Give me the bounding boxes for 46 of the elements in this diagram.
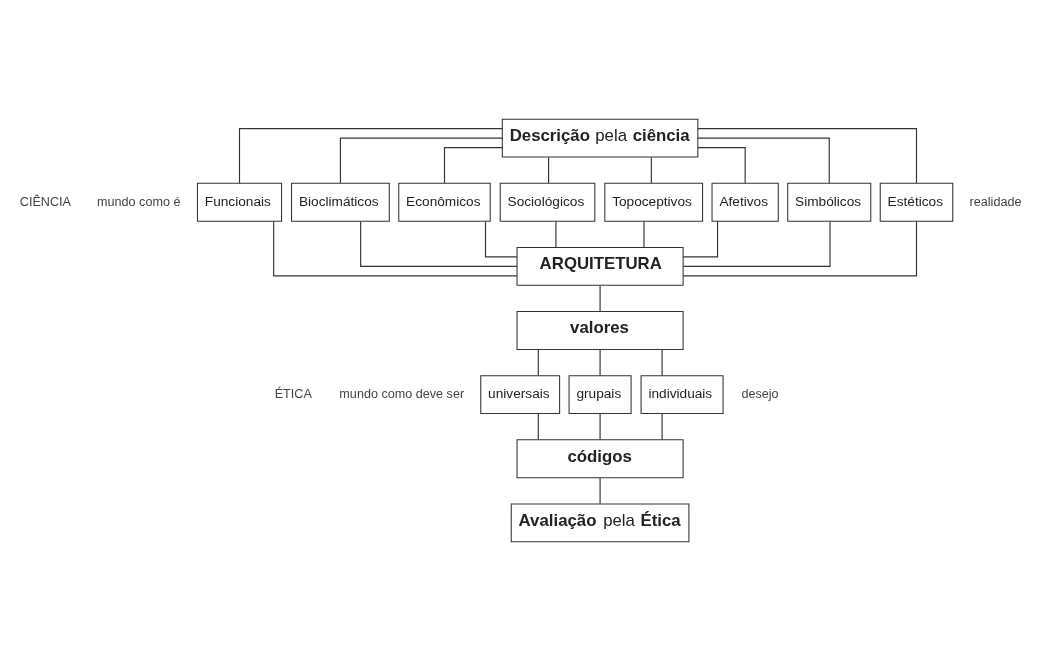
connector <box>599 348 601 376</box>
label: CIÊNCIA <box>19 194 71 209</box>
node-box: Descrição pela ciência <box>501 118 699 158</box>
connector <box>360 220 518 267</box>
connector <box>273 220 518 276</box>
connector <box>643 220 645 248</box>
connector <box>537 412 539 440</box>
label: mundo como é <box>97 194 181 209</box>
connector <box>682 220 918 276</box>
connector <box>697 146 746 184</box>
node-box: códigos <box>516 438 684 478</box>
node-box: individuais <box>640 374 724 414</box>
connector <box>682 220 831 267</box>
label: realidade <box>969 194 1022 209</box>
label: desejo <box>741 386 779 401</box>
node-box: ARQUITETURA <box>516 246 684 286</box>
connector <box>697 137 830 184</box>
node-box: Funcionais <box>196 182 283 222</box>
connector <box>555 220 557 248</box>
node-box: Econômicos <box>398 182 491 222</box>
node-box: Topoceptivos <box>604 182 704 222</box>
connector <box>537 348 539 376</box>
node-box: Bioclimáticos <box>291 182 390 222</box>
connector <box>238 127 503 184</box>
connector <box>661 412 663 440</box>
node-box: grupais <box>568 374 632 414</box>
connector <box>339 137 503 184</box>
label: mundo como deve ser <box>339 386 465 401</box>
node-box: universais <box>480 374 561 414</box>
node-box: valores <box>516 310 684 350</box>
connector <box>548 156 550 184</box>
node-box: Afetivos <box>711 182 779 222</box>
connector <box>650 156 652 184</box>
connector <box>697 127 918 184</box>
label: ÉTICA <box>274 386 312 401</box>
connector <box>682 220 719 257</box>
connector <box>661 348 663 376</box>
node-box: Sociológicos <box>499 182 596 222</box>
connector <box>443 146 503 184</box>
node-box: Estéticos <box>879 182 954 222</box>
connector <box>599 412 601 440</box>
connector <box>599 476 601 504</box>
connector <box>599 284 601 312</box>
node-box: Avaliação pela Ética <box>510 502 690 542</box>
node-box: Simbólicos <box>787 182 872 222</box>
connector <box>484 220 518 257</box>
